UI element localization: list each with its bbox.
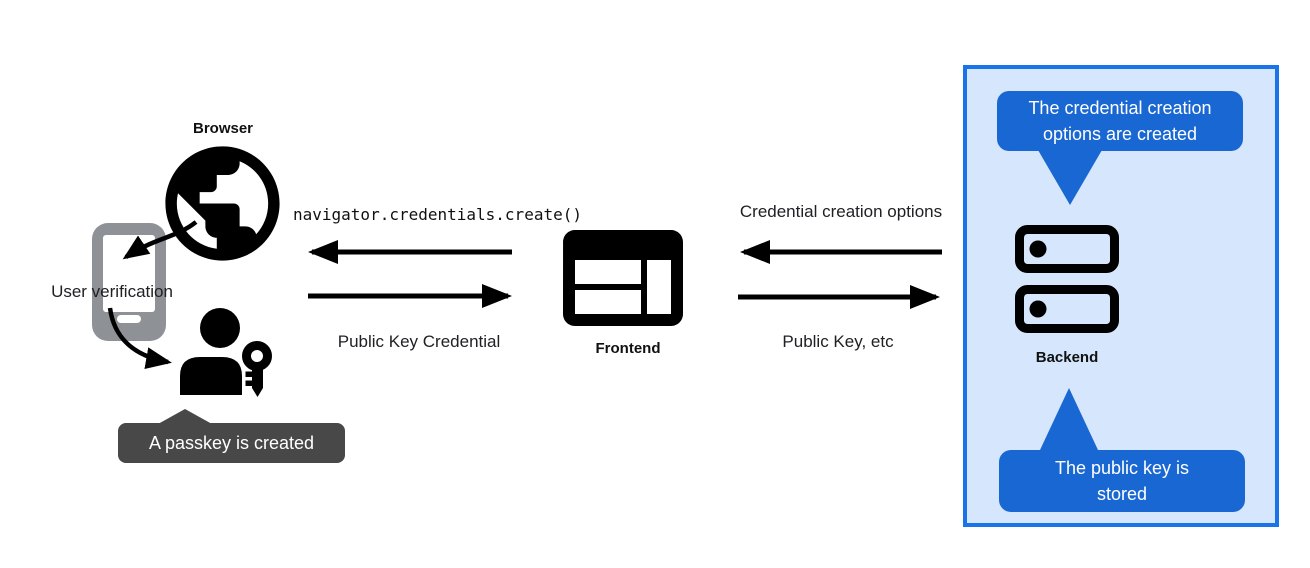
- callout-pointer-up: [1040, 388, 1098, 450]
- public-key-stored-callout-text: The public key is stored: [999, 450, 1245, 512]
- server-icon: [1015, 225, 1119, 333]
- callout-pointer-up: [158, 409, 212, 424]
- passkey-callout-text: A passkey is created: [118, 423, 345, 463]
- arrow-browser-to-phone: [122, 220, 198, 260]
- passkey-callout: A passkey is created: [118, 408, 345, 463]
- api-call-label: navigator.credentials.create(): [293, 205, 582, 224]
- public-key-credential-label: Public Key Credential: [337, 332, 501, 351]
- browser-label: Browser: [192, 120, 254, 137]
- user-key-icon: [180, 308, 272, 397]
- globe-icon: [165, 146, 280, 261]
- credential-creation-options-label: Credential creation options: [739, 202, 943, 221]
- frontend-label: Frontend: [595, 340, 661, 357]
- backend-label: Backend: [1035, 349, 1099, 366]
- public-key-stored-callout: The public key is stored: [999, 388, 1245, 512]
- credential-options-callout-text: The credential creation options are crea…: [997, 91, 1243, 151]
- browser-window-icon: [563, 230, 683, 326]
- user-verification-label: User verification: [51, 282, 173, 301]
- callout-pointer-down: [1038, 150, 1102, 205]
- public-key-etc-label: Public Key, etc: [782, 332, 894, 351]
- credential-options-callout: The credential creation options are crea…: [997, 91, 1243, 206]
- arrow-phone-to-user: [107, 307, 172, 369]
